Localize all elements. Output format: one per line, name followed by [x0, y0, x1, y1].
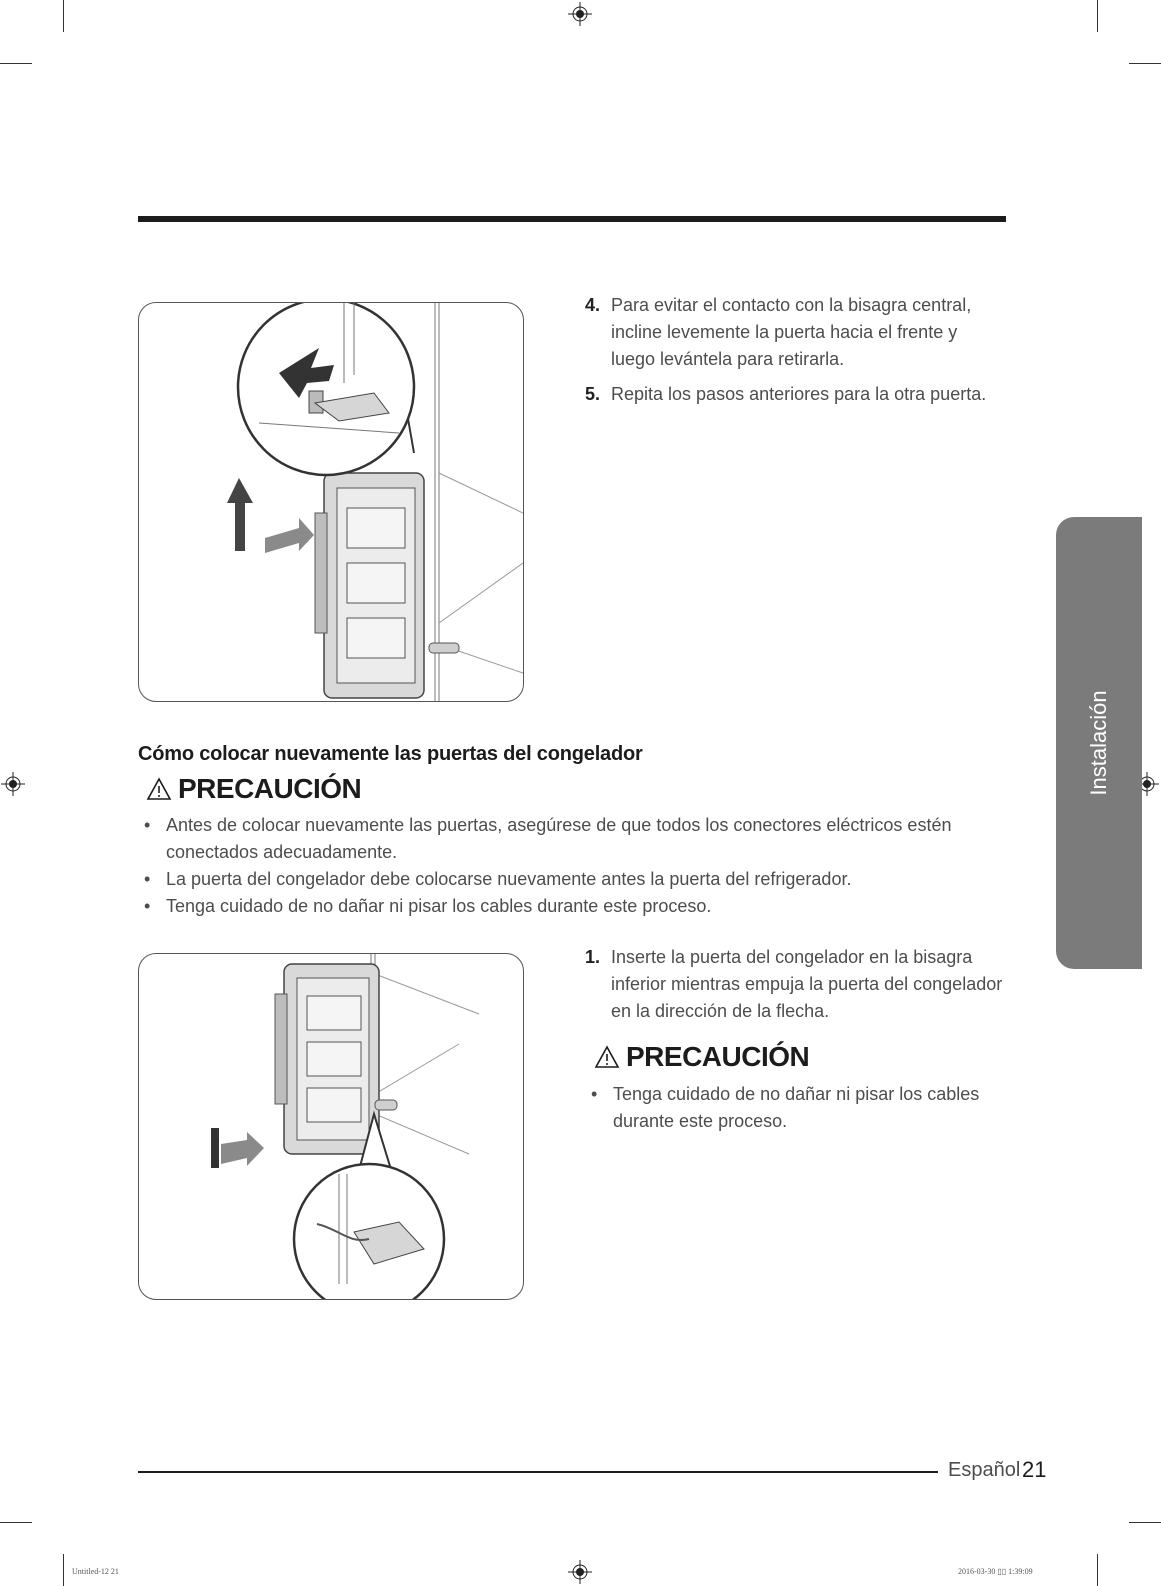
caution-label: PRECAUCIÓN — [626, 1041, 810, 1072]
crop-mark — [1129, 1522, 1161, 1523]
caution-list: •Tenga cuidado de no dañar ni pisar los … — [585, 1081, 1005, 1135]
list-item: •Tenga cuidado de no dañar ni pisar los … — [144, 896, 712, 916]
illustration-insert-door — [138, 953, 524, 1300]
warning-triangle-icon — [146, 777, 172, 800]
list-item: •Antes de colocar nuevamente las puertas… — [144, 815, 952, 862]
crop-mark — [0, 1522, 32, 1523]
crop-mark — [63, 1554, 64, 1586]
footer-rule — [138, 1471, 938, 1473]
list-item: •Tenga cuidado de no dañar ni pisar los … — [591, 1084, 980, 1131]
caution-heading: PRECAUCIÓN — [146, 773, 362, 805]
illustration-remove-door — [138, 302, 524, 702]
step-number: 5. — [585, 384, 601, 404]
crop-mark — [1097, 1554, 1098, 1586]
caution-label: PRECAUCIÓN — [178, 773, 362, 804]
print-slug-right: 2016-03-30 ▯▯ 1:39:09 — [958, 1567, 1033, 1576]
registration-mark-icon — [568, 1560, 592, 1584]
crop-mark — [1097, 0, 1098, 32]
step-number: 4. — [585, 295, 601, 315]
caution-heading: PRECAUCIÓN — [594, 1041, 810, 1073]
crop-mark — [63, 0, 64, 32]
crop-mark — [0, 63, 32, 64]
warning-triangle-icon — [594, 1045, 620, 1068]
step-number: 1. — [585, 947, 601, 967]
footer-language: Español — [948, 1459, 1021, 1481]
section-heading: Cómo colocar nuevamente las puertas del … — [138, 743, 643, 765]
caution-list: •Antes de colocar nuevamente las puertas… — [138, 812, 968, 920]
registration-mark-icon — [1, 772, 25, 796]
crop-mark — [1129, 63, 1161, 64]
step-text: Inserte la puerta del congelador en la b… — [611, 947, 1003, 1021]
list-item: •La puerta del congelador debe colocarse… — [144, 869, 852, 889]
chapter-tab-label: Instalación — [1086, 690, 1111, 796]
header-rule — [138, 216, 1006, 222]
step-text: Repita los pasos anteriores para la otra… — [611, 384, 987, 404]
page-number: 21 — [1022, 1457, 1047, 1482]
chapter-tab: Instalación — [1056, 517, 1142, 969]
step-item: 5. Repita los pasos anteriores para la o… — [585, 381, 1015, 408]
registration-mark-icon — [568, 2, 592, 26]
step-item: 1. Inserte la puerta del congelador en l… — [585, 944, 1005, 1025]
print-slug-left: Untitled-12 21 — [72, 1567, 119, 1576]
step-text: Para evitar el contacto con la bisagra c… — [611, 295, 972, 369]
step-item: 4. Para evitar el contacto con la bisagr… — [585, 292, 1005, 373]
